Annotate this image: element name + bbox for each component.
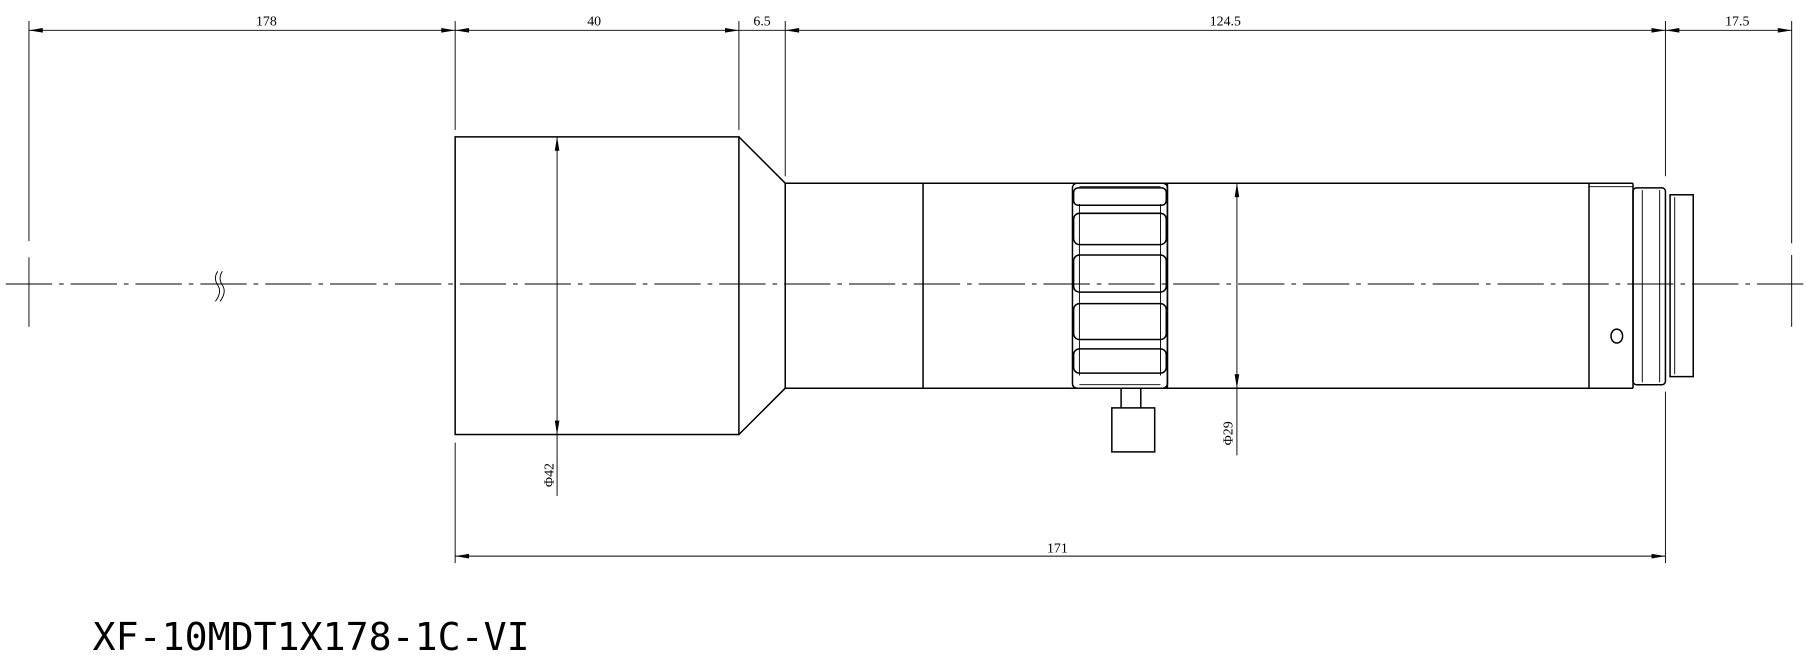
dim-17-5: 17.5 bbox=[1725, 15, 1749, 30]
extension-lines bbox=[28, 21, 1793, 564]
dim-6-5: 6.5 bbox=[753, 15, 770, 30]
diameter-29-dimension bbox=[1234, 183, 1240, 456]
dim-171: 171 bbox=[1047, 542, 1068, 557]
c-mount-end bbox=[1632, 187, 1694, 386]
focus-ring-knurl bbox=[1071, 182, 1169, 389]
dim-178: 178 bbox=[256, 15, 277, 30]
total-length-dimension bbox=[455, 553, 1666, 559]
break-mark bbox=[214, 270, 225, 302]
locking-screw bbox=[1111, 388, 1156, 453]
model-title: XF-10MDT1X178-1C-VI bbox=[93, 616, 530, 660]
dim-40: 40 bbox=[587, 15, 601, 30]
set-screw-hole-icon bbox=[1610, 328, 1624, 344]
front-barrel bbox=[454, 136, 786, 436]
dim-124-5: 124.5 bbox=[1210, 15, 1241, 30]
top-dimension-line bbox=[28, 28, 1792, 33]
diameter-42-dimension bbox=[554, 136, 560, 496]
lens-tube bbox=[784, 182, 1634, 389]
dim-diameter-29: Φ29 bbox=[1221, 421, 1236, 445]
dim-diameter-42: Φ42 bbox=[543, 463, 558, 487]
